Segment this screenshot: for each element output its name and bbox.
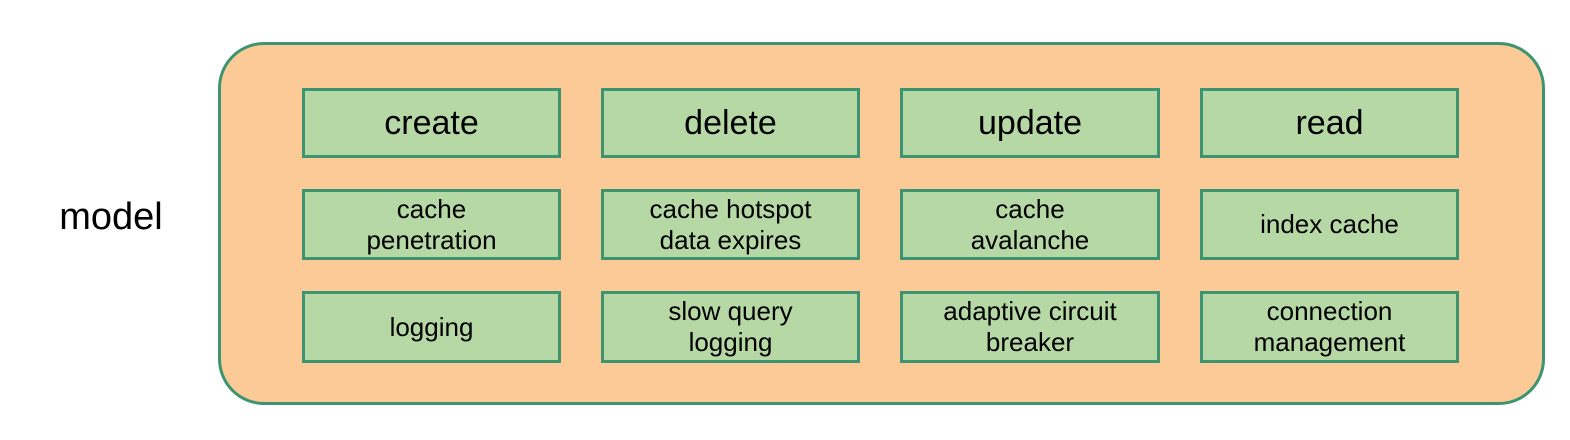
- capability-box-cache-avalanche[interactable]: cache avalanche: [900, 189, 1160, 260]
- capability-label: read: [1295, 104, 1364, 142]
- capability-label: create: [384, 104, 479, 142]
- capability-box-connection-management[interactable]: connection management: [1200, 291, 1459, 363]
- capability-label: cache hotspot data expires: [649, 193, 812, 255]
- capability-box-index-cache[interactable]: index cache: [1200, 189, 1459, 260]
- capability-label: slow query logging: [668, 296, 793, 357]
- capability-box-cache-hotspot-data-expires[interactable]: cache hotspot data expires: [601, 189, 860, 260]
- capability-label: connection management: [1253, 296, 1406, 357]
- capability-box-slow-query-logging[interactable]: slow query logging: [601, 291, 860, 363]
- capability-label: update: [978, 104, 1082, 142]
- capability-label: delete: [684, 104, 777, 142]
- capability-label: logging: [389, 311, 474, 342]
- capability-label: cache penetration: [366, 193, 497, 255]
- capability-box-delete[interactable]: delete: [601, 88, 860, 158]
- capability-label: index cache: [1260, 209, 1399, 239]
- capability-grid: create delete update read cache penetrat…: [302, 88, 1460, 363]
- capability-label: cache avalanche: [970, 193, 1090, 255]
- capability-box-update[interactable]: update: [900, 88, 1160, 158]
- capability-box-logging[interactable]: logging: [302, 291, 561, 363]
- capability-box-create[interactable]: create: [302, 88, 561, 158]
- model-container: create delete update read cache penetrat…: [218, 42, 1545, 405]
- capability-box-adaptive-circuit-breaker[interactable]: adaptive circuit breaker: [900, 291, 1160, 363]
- group-label-model: model: [59, 196, 163, 238]
- capability-box-read[interactable]: read: [1200, 88, 1459, 158]
- capability-label: adaptive circuit breaker: [943, 296, 1117, 357]
- capability-box-cache-penetration[interactable]: cache penetration: [302, 189, 561, 260]
